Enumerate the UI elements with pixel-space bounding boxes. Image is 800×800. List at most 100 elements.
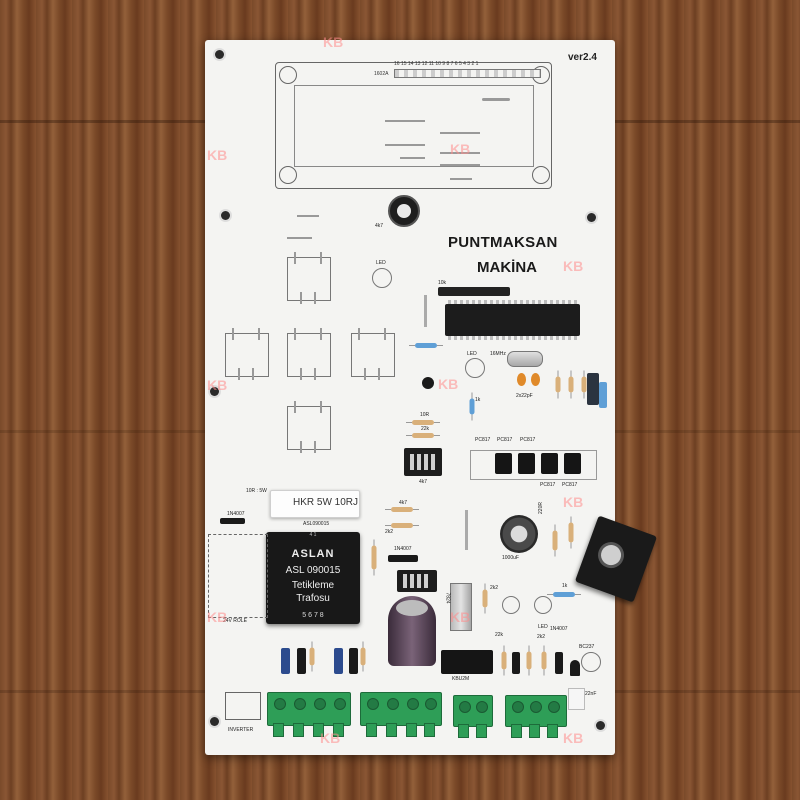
mounting-hole	[596, 721, 605, 730]
optocoupler	[541, 453, 558, 474]
lcd-outline: 1602A 16 15 14 13 12 11 10 9 8 7 6 5 4 3…	[275, 61, 552, 189]
label-10r: 10R	[420, 412, 430, 418]
terminal-block-3pin	[505, 695, 567, 738]
watermark: KB	[438, 376, 459, 392]
transformer-brand: ASLAN	[291, 548, 335, 560]
heatsink-screw	[594, 538, 628, 572]
relay-24v-label: 24V RÖLE	[223, 618, 247, 624]
optocoupler-footprint	[470, 450, 597, 480]
trigger-transformer: 4 1 ASLAN ASL 090015 Tetikleme Trafosu 5…	[266, 532, 360, 624]
label-1k: 1k	[475, 397, 481, 403]
transistor	[570, 660, 580, 676]
film-capacitor	[587, 373, 599, 405]
jumper-wire	[440, 164, 480, 166]
transistor-footprint	[581, 652, 601, 672]
diode	[220, 518, 245, 524]
regulator-ic	[397, 570, 437, 592]
jumper-wire	[440, 152, 480, 154]
led-footprint	[465, 358, 485, 378]
optocoupler	[564, 453, 581, 474]
relay-footprint	[287, 252, 331, 304]
potentiometer-knob	[397, 204, 411, 218]
jumper-wire	[465, 510, 468, 550]
heatsink	[574, 515, 658, 603]
watermark: KB	[563, 494, 584, 510]
crystal-oscillator	[507, 351, 543, 367]
terminal-block-4pin	[360, 692, 442, 737]
label-2k2-b: 2k2	[490, 585, 499, 591]
resistor	[555, 376, 561, 393]
transformer-pins: 5 6 7 8	[302, 612, 324, 619]
jumper-wire	[482, 98, 510, 101]
label-4k7: 4k7	[399, 500, 408, 506]
relay-footprint	[287, 328, 331, 380]
mounting-hole	[210, 387, 219, 396]
power-resistor-text: HKR 5W 10RJ	[293, 497, 359, 508]
cap-22nf-label: 22nF	[585, 691, 597, 697]
jumper-wire	[385, 144, 425, 146]
power-resistor: HKR 5W 10RJ	[270, 490, 360, 518]
resistor	[547, 592, 581, 597]
microcontroller-ic	[445, 300, 580, 340]
inverter-connector-footprint	[225, 692, 261, 720]
optocoupler	[495, 453, 512, 474]
reg-label: 7824	[444, 592, 451, 604]
resistor-network	[438, 287, 510, 296]
label-4k7-trans: 4k7	[419, 479, 428, 485]
resistor	[385, 507, 419, 512]
diode	[388, 555, 418, 562]
diode	[297, 648, 306, 674]
transformer-line2: Trafosu	[296, 593, 330, 604]
brand-line2: MAKİNA	[477, 259, 537, 276]
lcd-header-pins	[394, 69, 541, 78]
resistor	[371, 545, 377, 570]
pc817-label: PC817	[540, 482, 556, 488]
jumper-wire	[400, 157, 425, 159]
watermark: KB	[563, 730, 584, 746]
resistor	[385, 523, 419, 528]
cap-1000uf-label: 1000uF	[502, 555, 519, 561]
terminal-block-4pin	[267, 692, 351, 737]
ceramic-capacitor	[531, 373, 540, 386]
jumper-wire	[424, 295, 427, 327]
lcd-pin-numbers: 16 15 14 13 12 11 10 9 8 7 6 5 4 3 2 1	[394, 61, 479, 67]
electrolytic-capacitor-large	[388, 596, 436, 666]
pc817-label: PC817	[520, 437, 536, 443]
watermark: KB	[207, 377, 228, 393]
label-2k2: 2k2	[385, 529, 394, 535]
relay-footprint	[351, 328, 395, 380]
version-label: ver2.4	[568, 52, 597, 63]
diode	[512, 652, 520, 674]
resistor	[469, 398, 475, 415]
lcd-label: 1602A	[374, 71, 389, 77]
pc817-label: PC817	[475, 437, 491, 443]
lcd-mount-circle	[279, 66, 297, 84]
jumper-wire	[440, 132, 480, 134]
crystal-label: 16MHz	[490, 351, 506, 357]
optocoupler	[518, 453, 535, 474]
jumper-wire	[385, 120, 425, 122]
mounting-hole	[422, 377, 434, 389]
label-1k-b: 1k	[562, 583, 568, 589]
resistor	[501, 651, 507, 670]
potentiometer	[388, 195, 420, 227]
transformer-line1: Tetikleme	[291, 580, 335, 591]
diode	[349, 648, 358, 674]
film-capacitor	[568, 688, 585, 710]
diode	[555, 652, 563, 674]
led-mid-label: LED	[467, 351, 477, 357]
terminal-block-2pin	[453, 695, 493, 738]
diode	[334, 648, 343, 674]
mounting-hole	[587, 213, 596, 222]
relay-24v-footprint	[208, 534, 268, 618]
bridge-label: KBU2M	[452, 676, 470, 682]
lcd-mount-circle	[532, 166, 550, 184]
mounting-hole	[210, 717, 219, 726]
inverter-label: INVERTER	[228, 727, 254, 733]
relay-footprint	[225, 328, 269, 380]
diode-label: 1N4007	[394, 546, 412, 552]
watermark: KB	[323, 34, 344, 50]
label-22k-low: 22k	[495, 632, 504, 638]
ceramic-capacitor	[517, 373, 526, 386]
brand-line1: PUNTMAKSAN	[448, 234, 558, 251]
